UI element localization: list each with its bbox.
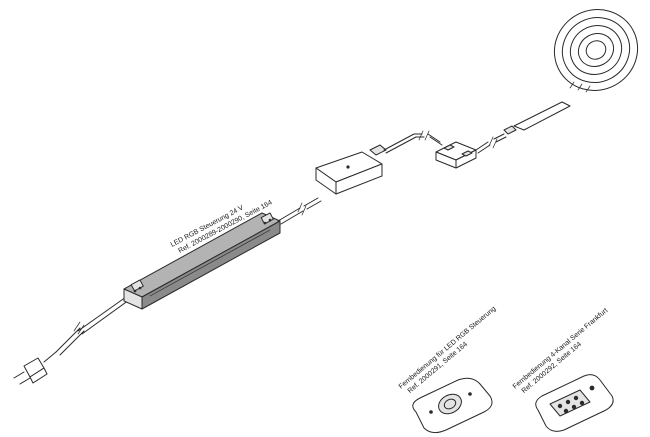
remote-rgb-dial: [412, 377, 493, 434]
driver-output-cable: [277, 197, 322, 225]
splitter-to-strip-cable: [475, 125, 517, 154]
remote1-name: Fernbedienung für LED RGB Steuerung: [398, 305, 498, 390]
remote-4-channel: [535, 374, 614, 432]
rgb-control-unit: [315, 144, 387, 195]
rgb-splitter: [435, 141, 477, 169]
power-plug: [13, 351, 57, 385]
mains-cable: [55, 296, 130, 356]
led-strip-reel: [513, 9, 639, 131]
led-driver-24v: [123, 212, 281, 310]
control-to-splitter-cable: [383, 130, 443, 154]
